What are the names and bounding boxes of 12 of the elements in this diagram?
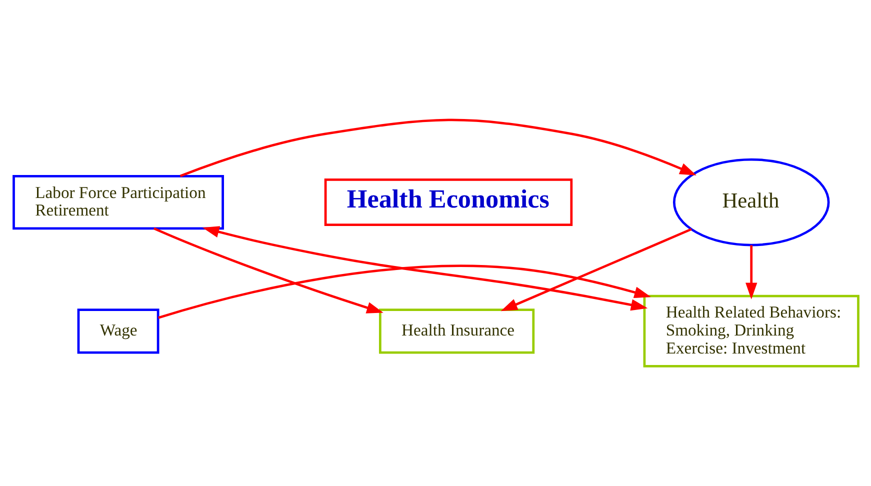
arrow — [500, 228, 692, 312]
arrow — [745, 245, 757, 300]
arrow — [158, 264, 650, 319]
node-box: Labor Force Participation Retirement — [12, 174, 224, 230]
node-box: Health Insurance — [378, 308, 534, 354]
arrow — [202, 226, 648, 311]
node-box: Health Related Behaviors: Smoking, Drinking Exercise: Investment — [642, 294, 859, 368]
arrow — [179, 118, 696, 178]
arrow — [152, 227, 383, 314]
node-ellipse: Health — [672, 158, 830, 246]
node-box: Health Economics — [324, 178, 572, 226]
node-box: Wage — [76, 308, 159, 354]
